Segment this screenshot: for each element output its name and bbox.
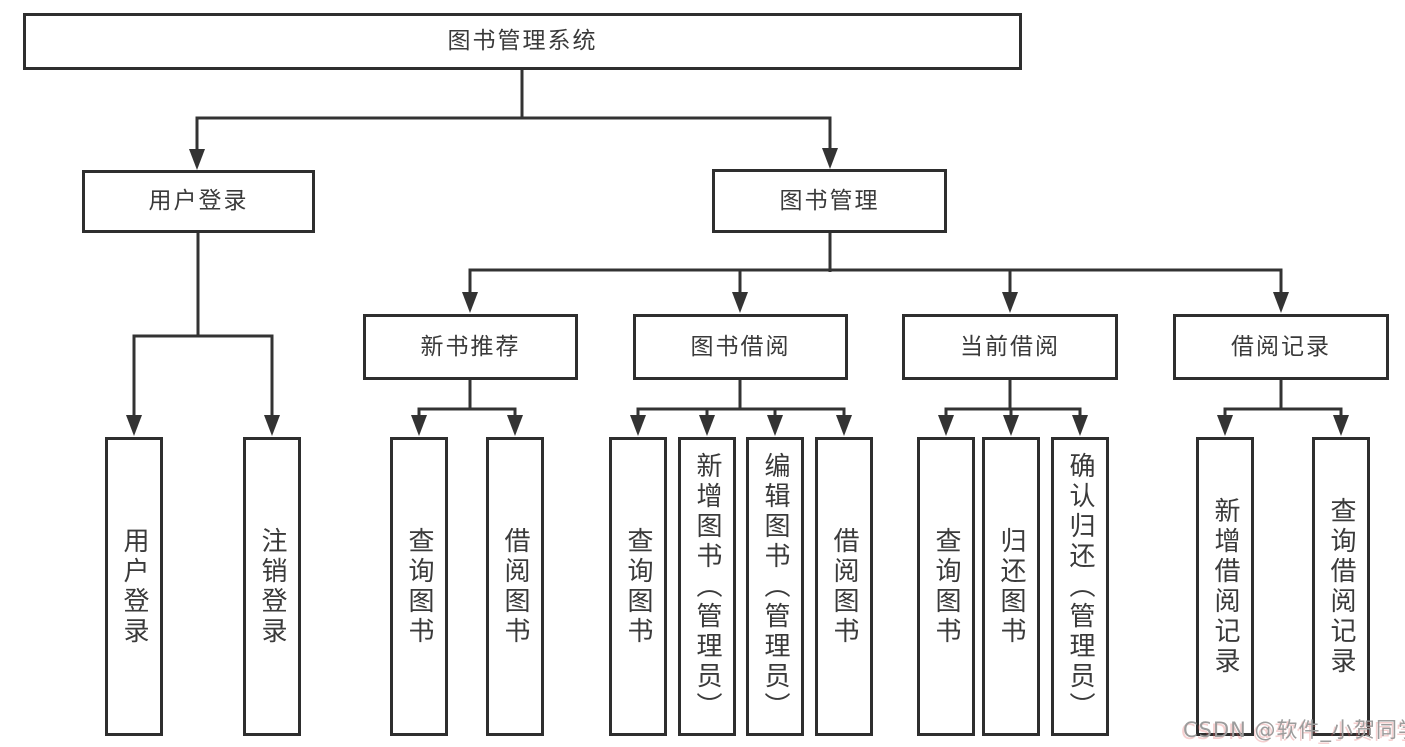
node-label: 新增图书（管理员） xyxy=(692,451,722,722)
node-label: 查询借阅记录 xyxy=(1326,496,1356,677)
node-label: 图书管理 xyxy=(779,187,880,214)
node-label: 当前借阅 xyxy=(960,333,1060,360)
node-user-login: 用户登录 xyxy=(82,170,315,233)
node-label: 查询图书 xyxy=(623,526,653,647)
connectors-user-login xyxy=(126,233,280,436)
leaf-user-login: 用户登录 xyxy=(105,437,163,736)
leaf-query-books-borrow: 查询图书 xyxy=(609,437,667,736)
node-label: 图书借阅 xyxy=(690,333,791,360)
node-label: 图书管理系统 xyxy=(447,28,598,54)
node-book-borrow: 图书借阅 xyxy=(633,314,848,380)
node-label: 归还图书 xyxy=(996,526,1026,647)
node-label: 注销登录 xyxy=(257,526,287,647)
node-root: 图书管理系统 xyxy=(23,13,1022,70)
node-label: 新书推荐 xyxy=(420,333,521,360)
leaf-confirm-return-admin: 确认归还（管理员） xyxy=(1051,437,1109,736)
node-label: 用户登录 xyxy=(148,188,249,214)
leaf-borrow-books-recommend: 借阅图书 xyxy=(486,437,544,736)
connectors-current-borrow xyxy=(938,380,1088,436)
leaf-query-books-recommend: 查询图书 xyxy=(390,437,448,736)
leaf-add-books-admin: 新增图书（管理员） xyxy=(678,437,736,736)
node-new-book-recommend: 新书推荐 xyxy=(363,314,578,380)
connectors-borrow-record xyxy=(1217,380,1349,436)
node-label: 用户登录 xyxy=(119,526,149,647)
leaf-query-borrow-record: 查询借阅记录 xyxy=(1312,437,1370,736)
node-label: 查询图书 xyxy=(404,526,434,647)
connectors-book-mgmt xyxy=(462,233,1289,313)
node-label: 查询图书 xyxy=(931,526,961,647)
leaf-add-borrow-record: 新增借阅记录 xyxy=(1196,437,1254,736)
leaf-logout-login: 注销登录 xyxy=(243,437,301,736)
leaf-edit-books-admin: 编辑图书（管理员） xyxy=(746,437,804,736)
node-label: 借阅图书 xyxy=(829,526,859,647)
watermark: CSDN @软件_小贺同学 xyxy=(1183,718,1405,742)
node-label: 确认归还（管理员） xyxy=(1065,451,1095,722)
connectors-root xyxy=(189,70,838,170)
node-label: 编辑图书（管理员） xyxy=(760,451,790,722)
connectors-book-borrow xyxy=(630,380,852,436)
connectors-new-book xyxy=(411,380,523,436)
node-label: 新增借阅记录 xyxy=(1210,496,1240,677)
leaf-borrow-books-borrow: 借阅图书 xyxy=(815,437,873,736)
node-label: 借阅记录 xyxy=(1231,333,1331,360)
node-borrow-record: 借阅记录 xyxy=(1173,314,1389,380)
node-book-mgmt: 图书管理 xyxy=(712,169,947,233)
leaf-query-books-current: 查询图书 xyxy=(917,437,975,736)
node-label: 借阅图书 xyxy=(500,526,530,647)
leaf-return-books: 归还图书 xyxy=(982,437,1040,736)
node-current-borrow: 当前借阅 xyxy=(902,314,1118,380)
